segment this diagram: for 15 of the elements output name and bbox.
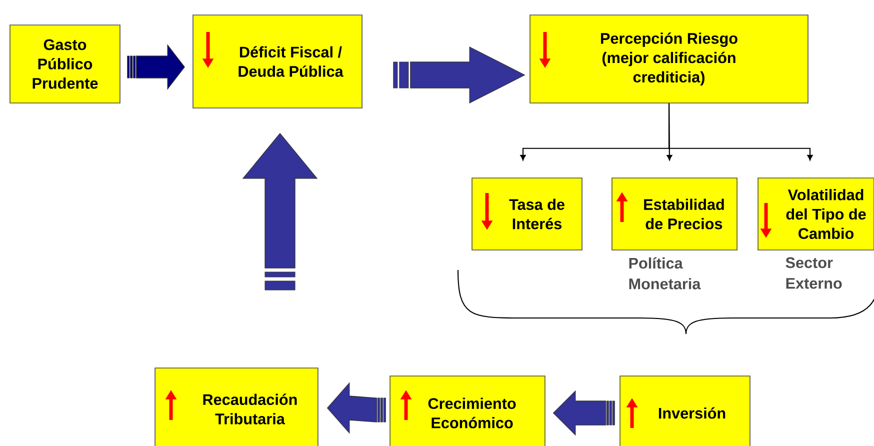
block-arrow: [552, 390, 615, 436]
block-arrow: [326, 382, 386, 434]
process-box: Tasa de Interés: [472, 178, 582, 250]
process-box: Déficit Fiscal / Deuda Pública: [192, 14, 362, 108]
process-box: Percepción Riesgo (mejor calificación crediticia): [530, 14, 808, 104]
arrow: [668, 103, 813, 160]
process-box: Volatilidad del Tipo de Cambio: [758, 178, 874, 250]
process-box: Gasto Público Prudente: [10, 24, 120, 104]
process-box: Estabilidad de Precios: [612, 178, 738, 250]
process-box: Crecimiento Económico: [390, 376, 546, 446]
block-arrow: [242, 132, 318, 290]
block-arrow: [127, 44, 185, 90]
process-box: Inversión: [620, 376, 750, 446]
block-arrow: [393, 46, 526, 104]
process-box: Recaudación Tributaria: [154, 368, 318, 446]
